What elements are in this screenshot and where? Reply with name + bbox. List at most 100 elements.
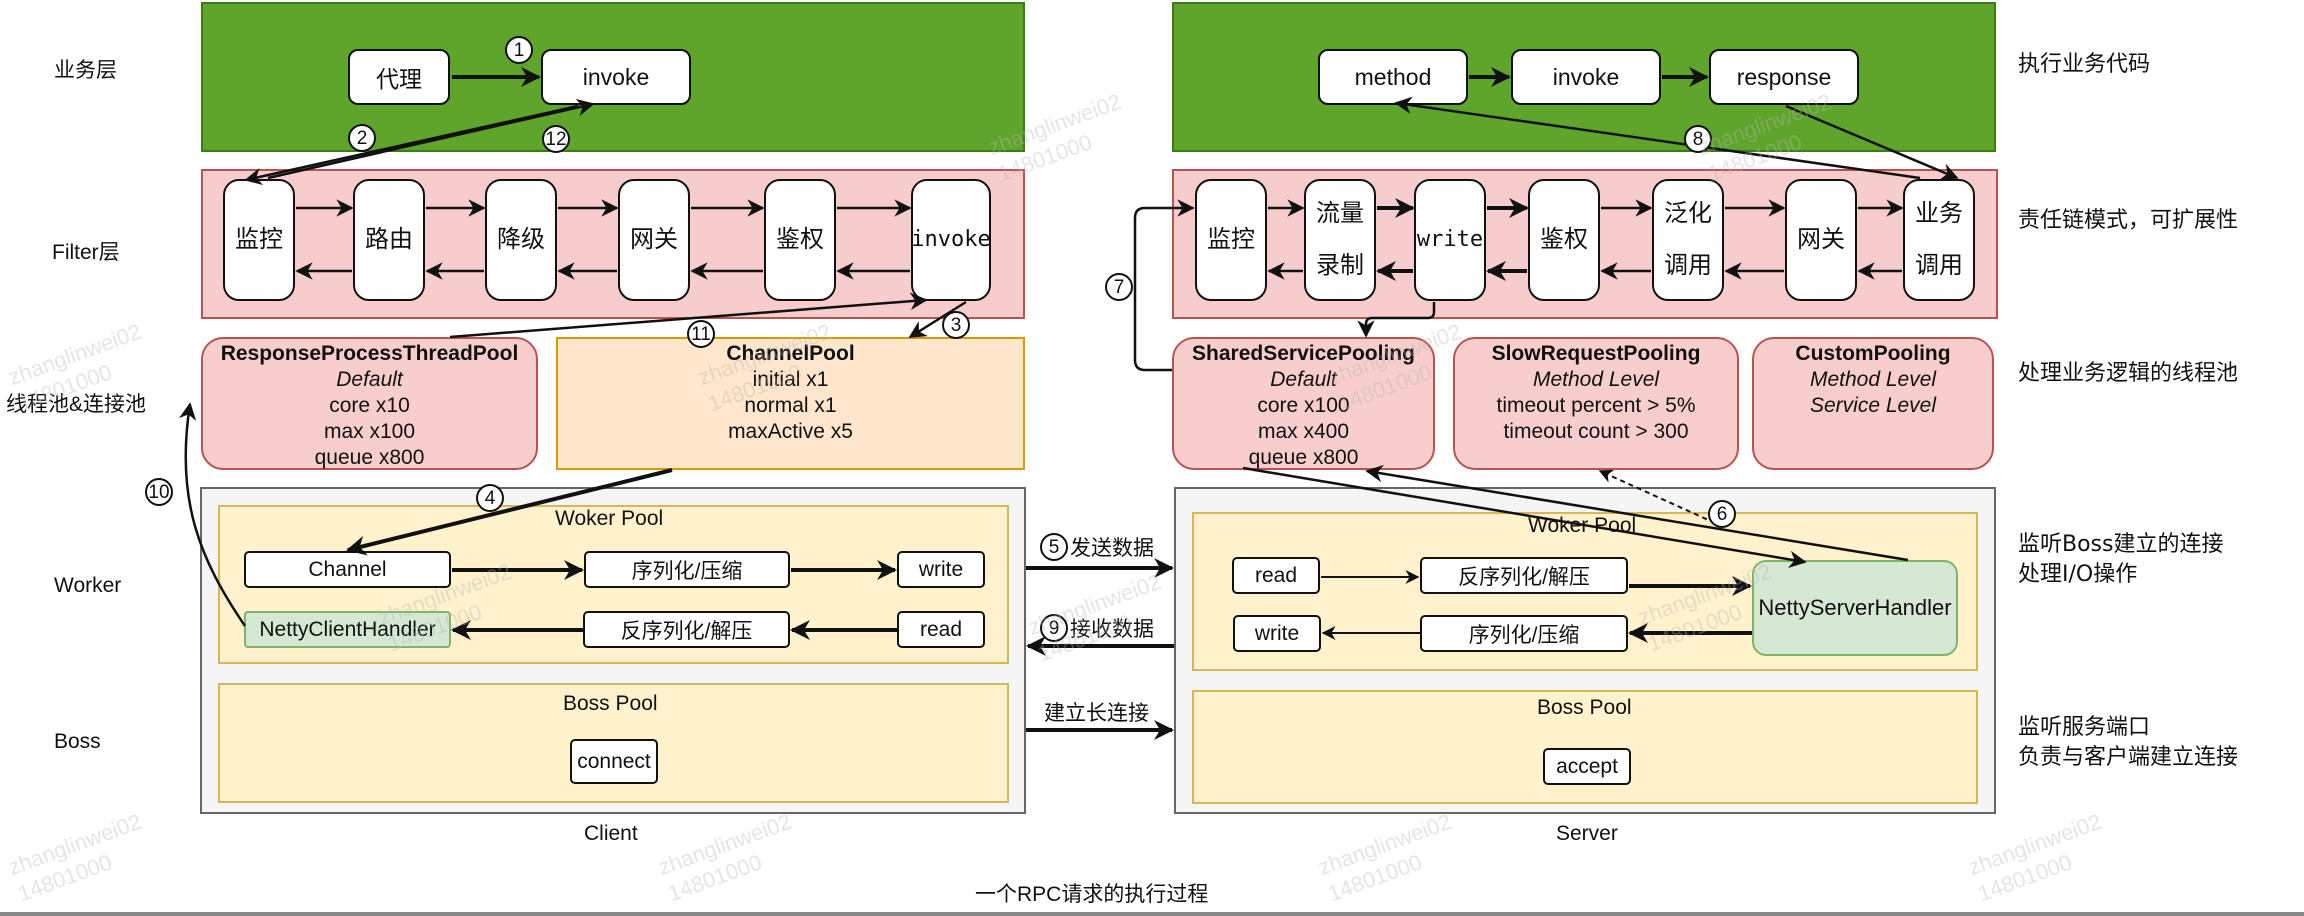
layer-label-boss: Boss <box>54 730 101 753</box>
send-data-text: 发送数据 <box>1070 537 1154 560</box>
server-serialize-box[interactable]: 序列化/压缩 <box>1420 615 1628 652</box>
client-serialize-box[interactable]: 序列化/压缩 <box>584 551 790 588</box>
step-badge-12: 12 <box>542 125 570 153</box>
pool-subtitle-2: Service Level <box>1809 394 1937 417</box>
step-badge-11: 11 <box>687 320 715 348</box>
arrow-step-4 <box>346 468 673 556</box>
server-method-box[interactable]: method <box>1318 49 1468 105</box>
client-filter-auth[interactable]: 鉴权 <box>764 179 836 301</box>
server-filter-gateway[interactable]: 网关 <box>1785 179 1857 301</box>
arrow-step-8 <box>1394 96 1921 180</box>
arrow-step-3 <box>908 300 967 339</box>
client-filter-invoke[interactable]: invoke <box>911 179 991 301</box>
server-filter-business-call[interactable]: 业务 调用 <box>1903 179 1975 301</box>
client-write-box[interactable]: write <box>897 551 985 588</box>
netty-client-handler[interactable]: NettyClientHandler <box>244 611 451 648</box>
pool-title: CustomPooling <box>1795 342 1951 365</box>
note-business: 执行业务代码 <box>2018 52 2151 77</box>
step-badge-7: 7 <box>1105 273 1133 301</box>
client-filter-monitor[interactable]: 监控 <box>223 179 295 301</box>
server-boss-pool-title: Boss Pool <box>1537 696 1632 719</box>
arrow-step-11 <box>449 292 928 339</box>
pool-subtitle: Default <box>336 368 403 391</box>
layer-label-filter: Filter层 <box>52 241 120 264</box>
pool-title: SharedServicePooling <box>1192 342 1415 365</box>
client-label: Client <box>584 822 638 845</box>
step-badge-2: 2 <box>348 124 376 152</box>
client-read-box[interactable]: read <box>897 611 985 648</box>
channel-pool[interactable]: ChannelPool initial x1 normal x1 maxActi… <box>556 337 1025 470</box>
arrow-shared-pool-to-handler <box>1242 466 1807 569</box>
layer-label-pools: 线程池&连接池 <box>6 393 147 416</box>
step-badge-5: 5 <box>1040 533 1068 561</box>
note-pools: 处理业务逻辑的线程池 <box>2018 361 2239 386</box>
pool-line: maxActive x5 <box>728 420 853 443</box>
arrow-response-to-business-call <box>1785 104 1959 180</box>
client-connect-box[interactable]: connect <box>570 739 658 784</box>
pool-title: ResponseProcessThreadPool <box>220 342 519 365</box>
note-filter: 责任链模式，可扩展性 <box>2018 208 2239 233</box>
arrow-step-2 <box>244 104 579 186</box>
pool-line: initial x1 <box>752 368 829 391</box>
client-deserialize-box[interactable]: 反序列化/解压 <box>583 611 790 648</box>
client-proxy-box[interactable]: 代理 <box>348 49 450 105</box>
server-filter-write[interactable]: write <box>1414 179 1486 301</box>
pool-subtitle: Method Level <box>1809 368 1937 391</box>
slow-request-pooling[interactable]: SlowRequestPooling Method Level timeout … <box>1453 337 1739 470</box>
custom-pooling[interactable]: CustomPooling Method Level Service Level <box>1752 337 1994 470</box>
server-filter-auth[interactable]: 鉴权 <box>1528 179 1600 301</box>
shared-service-pooling[interactable]: SharedServicePooling Default core x100 m… <box>1172 337 1435 470</box>
note-boss: 监听服务端口 负责与客户端建立连接 <box>2018 715 2239 770</box>
arrow-step-6 <box>1365 464 1909 562</box>
server-deserialize-box[interactable]: 反序列化/解压 <box>1420 557 1628 594</box>
step-badge-4: 4 <box>476 484 504 512</box>
pool-line: queue x800 <box>1248 446 1359 469</box>
server-accept-box[interactable]: accept <box>1543 748 1631 785</box>
arrow-step-7 <box>1133 199 1195 372</box>
step-badge-10: 10 <box>145 478 173 506</box>
server-filter-traffic-record[interactable]: 流量 录制 <box>1304 179 1376 301</box>
client-filter-degrade[interactable]: 降级 <box>485 179 557 301</box>
server-filter-monitor[interactable]: 监控 <box>1195 179 1267 301</box>
pool-line: queue x800 <box>314 446 425 469</box>
pool-line: core x100 <box>1257 394 1350 417</box>
netty-server-handler[interactable]: NettyServerHandler <box>1752 560 1958 656</box>
server-boss-pool <box>1192 690 1978 804</box>
response-process-thread-pool[interactable]: ResponseProcessThreadPool Default core x… <box>201 337 538 470</box>
establish-connection-label: 建立长连接 <box>1044 702 1149 725</box>
step-badge-3: 3 <box>942 311 970 339</box>
pool-subtitle: Default <box>1270 368 1337 391</box>
client-filter-gateway[interactable]: 网关 <box>618 179 690 301</box>
pool-title: ChannelPool <box>726 342 855 365</box>
server-response-box[interactable]: response <box>1709 49 1859 105</box>
client-boss-pool-title: Boss Pool <box>563 692 658 715</box>
pool-line: normal x1 <box>744 394 837 417</box>
client-invoke-box[interactable]: invoke <box>541 49 691 105</box>
server-filter-generic-call[interactable]: 泛化 调用 <box>1652 179 1724 301</box>
step-badge-6: 6 <box>1708 500 1736 528</box>
receive-data-text: 接收数据 <box>1070 618 1154 641</box>
pool-title: SlowRequestPooling <box>1491 342 1701 365</box>
pool-line: core x10 <box>329 394 410 417</box>
layer-label-business: 业务层 <box>54 59 117 82</box>
pool-subtitle: Method Level <box>1532 368 1660 391</box>
step-badge-1: 1 <box>505 36 533 64</box>
server-label: Server <box>1556 822 1618 845</box>
step-badge-8: 8 <box>1684 125 1712 153</box>
server-read-box[interactable]: read <box>1232 557 1320 594</box>
server-invoke-box[interactable]: invoke <box>1511 49 1661 105</box>
arrow-step-6-slow <box>1598 469 1716 524</box>
diagram-caption: 一个RPC请求的执行过程 <box>975 883 1209 906</box>
server-write-box[interactable]: write <box>1233 615 1321 652</box>
client-worker-pool-title: Woker Pool <box>555 507 664 530</box>
pool-line: timeout count > 300 <box>1503 420 1689 443</box>
arrow-step-12 <box>267 98 595 180</box>
layer-label-worker: Worker <box>54 574 122 597</box>
note-worker: 监听Boss建立的连接 处理I/O操作 <box>2018 532 2224 587</box>
bottom-border <box>0 912 2304 916</box>
pool-line: max x100 <box>323 420 416 443</box>
client-filter-route[interactable]: 路由 <box>353 179 425 301</box>
arrow-step-10 <box>178 402 247 627</box>
pool-line: max x400 <box>1257 420 1350 443</box>
client-filter-layer <box>201 169 1025 319</box>
